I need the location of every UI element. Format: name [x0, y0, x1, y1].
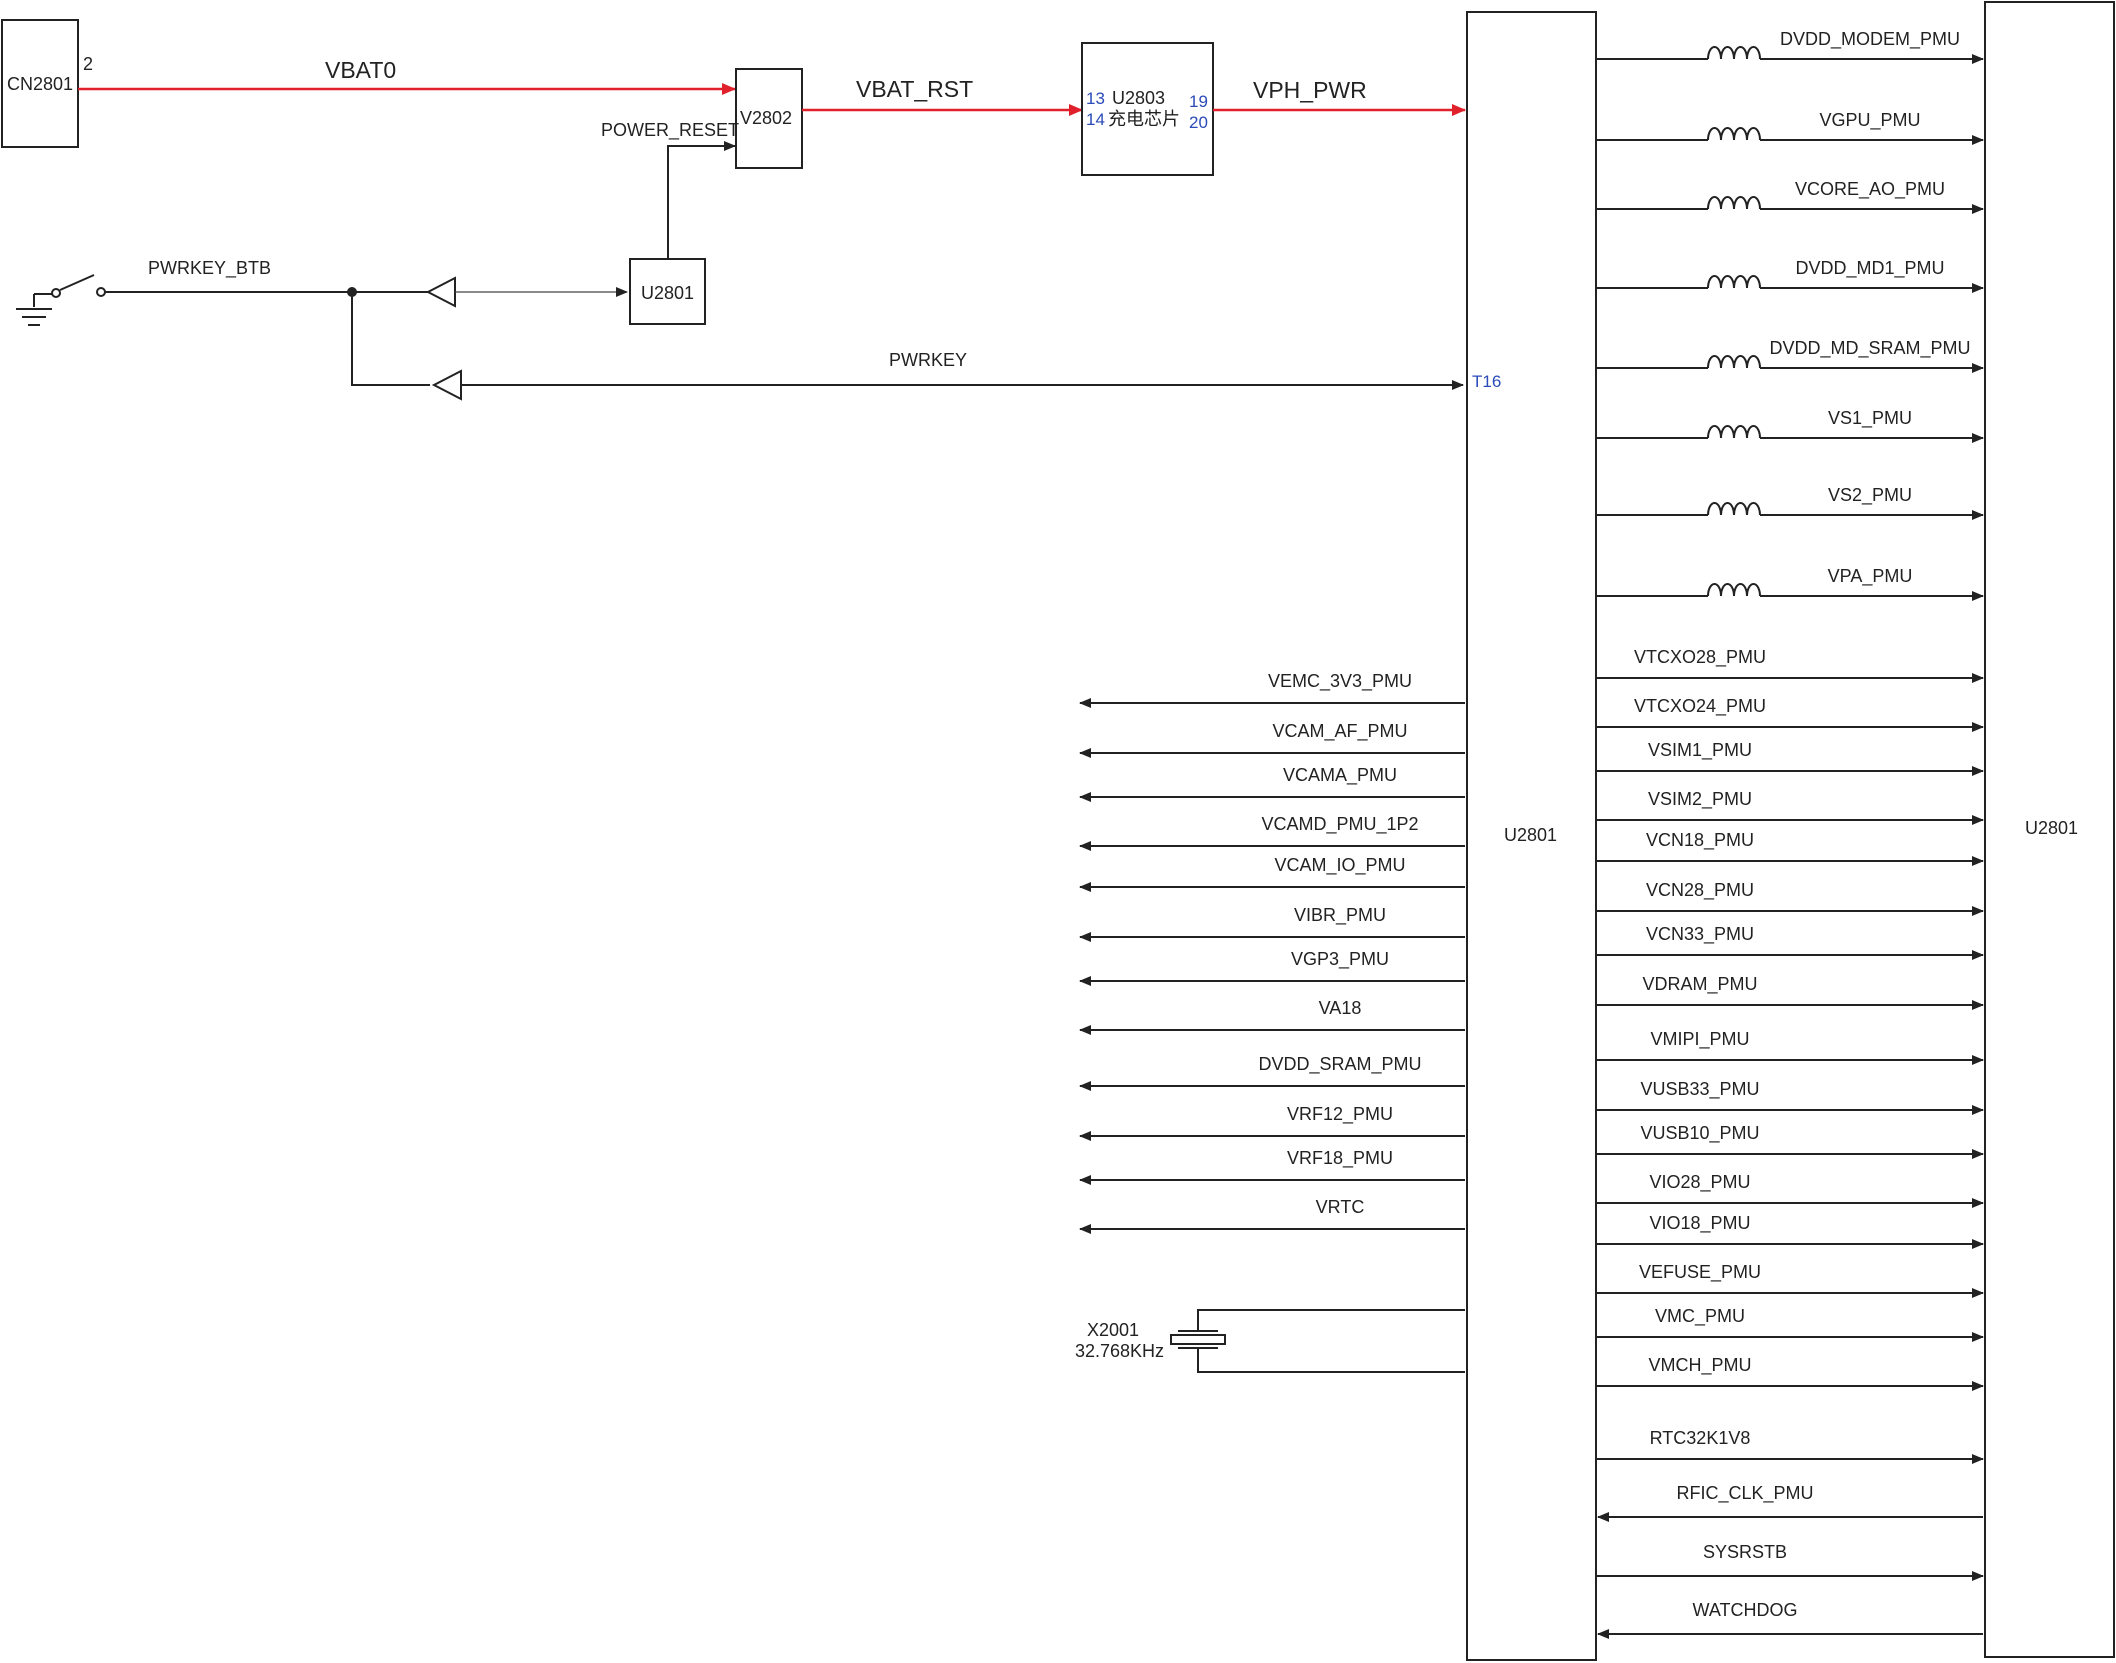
pmu-main-u2801: U2801 T16 [1466, 11, 1597, 1661]
rail-label-vmc-pmu: VMC_PMU [1655, 1306, 1745, 1327]
rail-label-vtcxo28-pmu: VTCXO28_PMU [1634, 647, 1766, 668]
rail-label-vusb33-pmu: VUSB33_PMU [1640, 1079, 1759, 1100]
power-key-switch [34, 274, 106, 298]
v2802-ref: V2802 [740, 108, 792, 128]
crystal-x2001: X2001 32.768KHz [1075, 1309, 1465, 1373]
signal-label-sysrstb: SYSRSTB [1703, 1542, 1787, 1562]
return-signals-group: RFIC_CLK_PMU SYSRSTB WATCHDOG [1596, 1483, 1984, 1639]
net-pwrkey: PWRKEY [889, 350, 967, 370]
diode-1 [425, 276, 456, 308]
net-pwrkey-btb: PWRKEY_BTB [148, 258, 271, 279]
rail-label-vcn18-pmu: VCN18_PMU [1646, 830, 1754, 851]
pmu-pin-t16: T16 [1472, 372, 1501, 391]
rail-label-vtcxo24-pmu: VTCXO24_PMU [1634, 696, 1766, 717]
rail-label-vgp3-pmu: VGP3_PMU [1291, 949, 1389, 970]
rail-label-va18: VA18 [1319, 998, 1362, 1018]
rail-label-vcore-ao-pmu: VCORE_AO_PMU [1795, 179, 1945, 200]
rail-label-vsim2-pmu: VSIM2_PMU [1648, 789, 1752, 810]
cn2801-pin: 2 [83, 54, 93, 74]
crystal-top-wire [1197, 1309, 1465, 1331]
rail-label-vefuse-pmu: VEFUSE_PMU [1639, 1262, 1761, 1283]
right-rails-group: VTCXO28_PMU VTCXO24_PMU VSIM1_PMU VSIM2_PMU… [1596, 647, 1984, 1464]
inductor-symbol [1707, 502, 1761, 516]
u2803-ref: U2803 [1112, 88, 1165, 108]
rail-label-vusb10-pmu: VUSB10_PMU [1640, 1123, 1759, 1144]
diode-2 [431, 369, 462, 401]
connector-cn2801: CN2801 2 [1, 19, 93, 148]
pmu-main-ref: U2801 [1504, 825, 1557, 845]
inductor-symbol [1707, 275, 1761, 289]
pmu-right-ref: U2801 [2025, 818, 2078, 838]
inductor-symbol [1707, 355, 1761, 369]
u2803-pin-20: 20 [1189, 113, 1208, 132]
rail-label-vmipi-pmu: VMIPI_PMU [1650, 1029, 1749, 1050]
charger-u2803: 13 U2803 14 充电芯片 19 20 [1081, 42, 1214, 176]
crystal-body [1170, 1334, 1226, 1345]
ground-symbol [16, 294, 52, 326]
rail-label-vrtc: VRTC [1316, 1197, 1365, 1217]
u2803-desc: 充电芯片 [1108, 109, 1180, 129]
cn2801-ref: CN2801 [7, 74, 73, 94]
rail-label-dvdd-modem-pmu: DVDD_MODEM_PMU [1780, 29, 1960, 50]
rail-label-vpa-pmu: VPA_PMU [1828, 566, 1913, 587]
u2803-pin-19: 19 [1189, 92, 1208, 111]
crystal-ref: X2001 [1087, 1320, 1139, 1340]
inductor-rails-group: DVDD_MODEM_PMU VGPU_PMU VCORE_AO_PMU DVDD_M… [1596, 29, 1984, 601]
small-u2801-ref: U2801 [641, 283, 694, 303]
pwrkey-branch-wire [351, 292, 430, 386]
rail-label-vsim1-pmu: VSIM1_PMU [1648, 740, 1752, 761]
rail-label-vmch-pmu: VMCH_PMU [1648, 1355, 1751, 1376]
small-pmu-u2801: U2801 [629, 258, 706, 325]
rail-label-vcam-af-pmu: VCAM_AF_PMU [1272, 721, 1407, 742]
u2803-pin-13: 13 [1086, 89, 1105, 108]
signal-label-rfic-clk-pmu: RFIC_CLK_PMU [1676, 1483, 1813, 1504]
inductor-symbol [1707, 196, 1761, 210]
pmu-right-u2801: U2801 [1984, 1, 2115, 1658]
rail-label-vemc-3v3-pmu: VEMC_3V3_PMU [1268, 671, 1412, 692]
rail-label-vs1-pmu: VS1_PMU [1828, 408, 1912, 429]
rail-label-vrf18-pmu: VRF18_PMU [1287, 1148, 1393, 1169]
inductor-symbol [1707, 425, 1761, 439]
inductor-symbol [1707, 583, 1761, 597]
crystal-freq: 32.768KHz [1075, 1341, 1164, 1361]
power-reset-wire [667, 141, 736, 259]
rail-label-vcama-pmu: VCAMA_PMU [1283, 765, 1397, 786]
net-vbat-rst: VBAT_RST [856, 76, 973, 102]
u2803-pin-14: 14 [1086, 110, 1105, 129]
crystal-bottom-wire [1197, 1348, 1465, 1373]
rail-label-vcn33-pmu: VCN33_PMU [1646, 924, 1754, 945]
rail-label-dvdd-md-sram-pmu: DVDD_MD_SRAM_PMU [1769, 338, 1970, 359]
signal-label-watchdog: WATCHDOG [1693, 1600, 1798, 1620]
inductor-symbol [1707, 127, 1761, 141]
rail-label-dvdd-sram-pmu: DVDD_SRAM_PMU [1258, 1054, 1421, 1075]
rail-label-vrf12-pmu: VRF12_PMU [1287, 1104, 1393, 1125]
rail-label-vs2-pmu: VS2_PMU [1828, 485, 1912, 506]
rail-label-vio18-pmu: VIO18_PMU [1649, 1213, 1750, 1234]
rail-label-vcam-io-pmu: VCAM_IO_PMU [1274, 855, 1405, 876]
rail-label-vdram-pmu: VDRAM_PMU [1642, 974, 1757, 995]
net-vph-pwr: VPH_PWR [1253, 77, 1367, 103]
rail-label-rtc32k1v8: RTC32K1V8 [1650, 1428, 1751, 1448]
rail-label-vcamd-pmu-1p2: VCAMD_PMU_1P2 [1261, 814, 1418, 835]
rail-label-vio28-pmu: VIO28_PMU [1649, 1172, 1750, 1193]
rail-label-vgpu-pmu: VGPU_PMU [1819, 110, 1920, 131]
reset-ic-v2802: V2802 [735, 68, 803, 169]
rail-label-vibr-pmu: VIBR_PMU [1294, 905, 1386, 926]
net-power-reset: POWER_RESET [601, 120, 739, 141]
net-vbat0: VBAT0 [325, 57, 396, 83]
rail-label-vcn28-pmu: VCN28_PMU [1646, 880, 1754, 901]
inductor-symbol [1707, 46, 1761, 60]
rail-label-dvdd-md1-pmu: DVDD_MD1_PMU [1795, 258, 1944, 279]
left-rails-group: VEMC_3V3_PMU VCAM_AF_PMU VCAMA_PMU VCAMD_PM… [1079, 671, 1465, 1234]
